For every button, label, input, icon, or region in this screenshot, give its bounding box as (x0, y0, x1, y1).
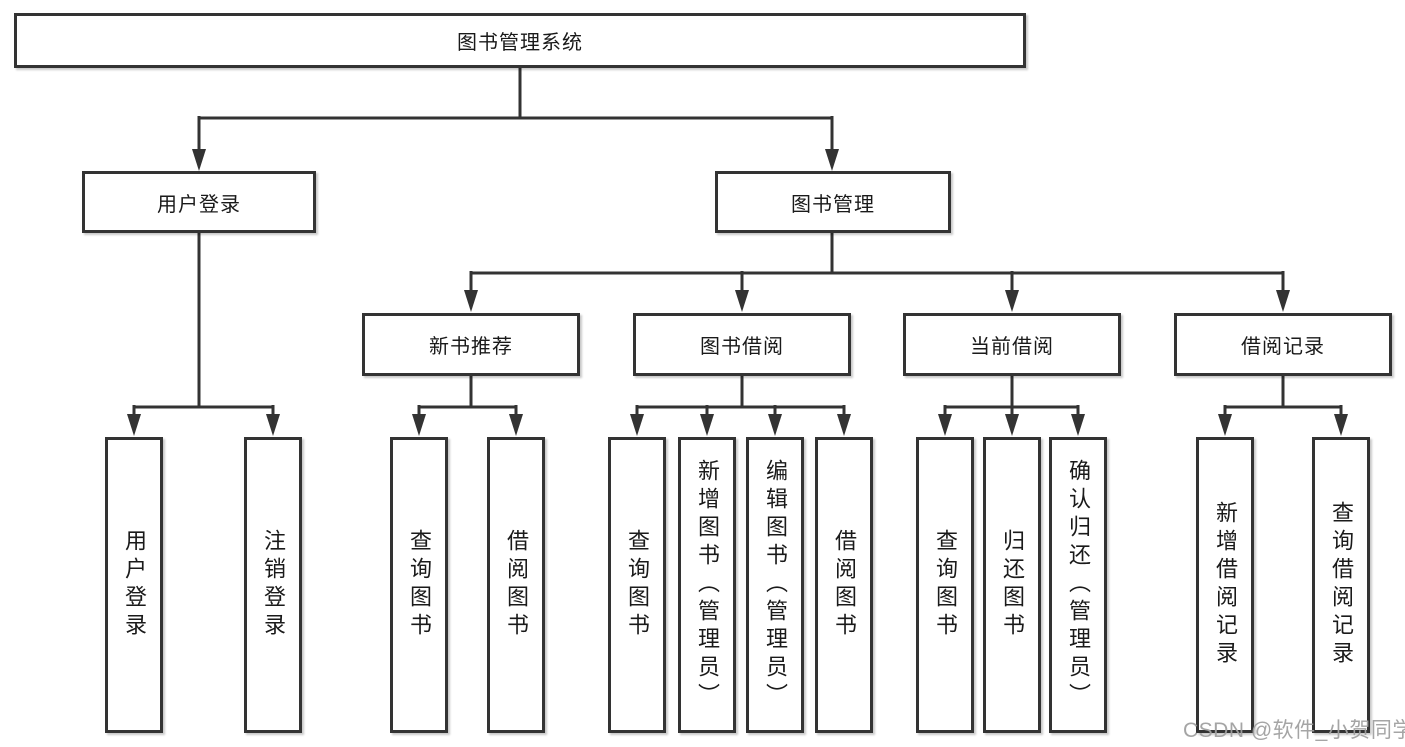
leaf-borrow-add-book-admin: 新增图书（管理员） (678, 437, 736, 733)
arrowheads (127, 149, 1348, 436)
arrowhead (127, 414, 141, 436)
arrowhead (1334, 414, 1348, 436)
node-new-book-recommend: 新书推荐 (362, 313, 580, 376)
leaf-records-add-borrow-record: 新增借阅记录 (1196, 437, 1254, 733)
arrowhead (825, 149, 839, 171)
node-user-login: 用户登录 (82, 171, 316, 233)
arrowhead (266, 414, 280, 436)
tree-edges (132, 68, 1343, 417)
leaf-logout: 注销登录 (244, 437, 302, 733)
arrowhead (837, 414, 851, 436)
leaf-borrow-query-book: 查询图书 (608, 437, 666, 733)
leaf-current-confirm-return-admin: 确认归还（管理员） (1049, 437, 1107, 733)
leaf-borrow-edit-book-admin: 编辑图书（管理员） (746, 437, 804, 733)
node-book-management: 图书管理 (715, 171, 951, 233)
node-borrow-records: 借阅记录 (1174, 313, 1392, 376)
arrowhead (630, 414, 644, 436)
arrowhead (1276, 290, 1290, 312)
arrowhead (1005, 290, 1019, 312)
arrowhead (938, 414, 952, 436)
arrowhead (1218, 414, 1232, 436)
leaf-current-query-book: 查询图书 (916, 437, 974, 733)
csdn-watermark: CSDN @软件_小贺同学 (1183, 719, 1405, 742)
arrowhead (700, 414, 714, 436)
arrowhead (735, 290, 749, 312)
arrowhead (464, 290, 478, 312)
leaf-recommend-query-book: 查询图书 (390, 437, 448, 733)
leaf-recommend-borrow-book: 借阅图书 (487, 437, 545, 733)
node-current-borrow: 当前借阅 (903, 313, 1121, 376)
arrowhead (768, 414, 782, 436)
leaf-borrow-borrow-book: 借阅图书 (815, 437, 873, 733)
arrowhead (192, 149, 206, 171)
leaf-user-login: 用户登录 (105, 437, 163, 733)
node-root-title: 图书管理系统 (14, 13, 1026, 68)
arrowhead (509, 414, 523, 436)
node-book-borrow: 图书借阅 (633, 313, 851, 376)
arrowhead (412, 414, 426, 436)
leaf-current-return-book: 归还图书 (983, 437, 1041, 733)
leaf-records-query-borrow-record: 查询借阅记录 (1312, 437, 1370, 733)
arrowhead (1071, 414, 1085, 436)
arrowhead (1005, 414, 1019, 436)
